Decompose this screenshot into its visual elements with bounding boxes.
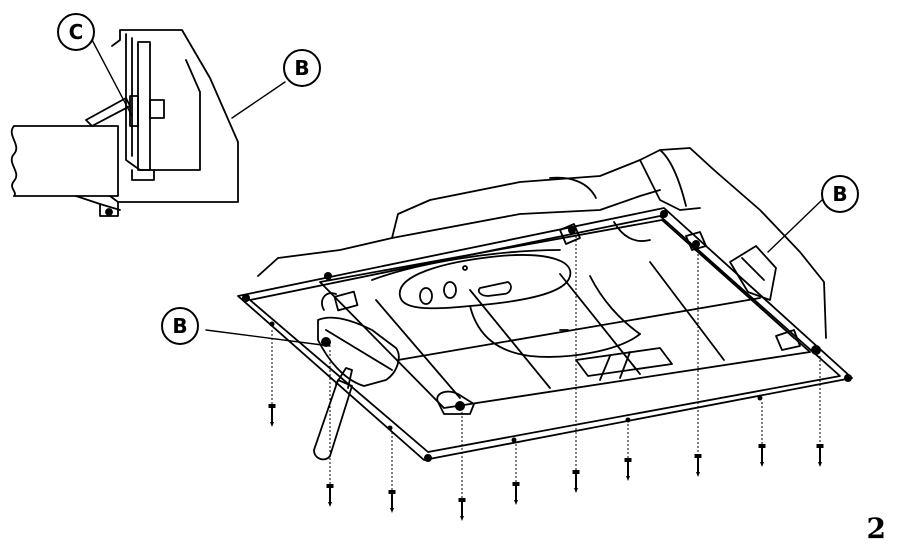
detail-inset [10, 29, 286, 217]
svg-text:B: B [172, 314, 187, 338]
svg-text:B: B [832, 182, 847, 206]
frame-holes [242, 210, 852, 462]
page-number: 2 [866, 512, 886, 545]
hood-unit [205, 147, 853, 461]
callout-right-b: B [821, 175, 859, 213]
screws [267, 403, 825, 522]
callout-detail-c: C [57, 13, 95, 51]
svg-text:C: C [69, 20, 84, 44]
svg-text:B: B [294, 56, 309, 80]
callout-detail-b: B [283, 49, 321, 87]
callout-left-b: B [161, 307, 199, 345]
screw-guides [271, 236, 821, 498]
